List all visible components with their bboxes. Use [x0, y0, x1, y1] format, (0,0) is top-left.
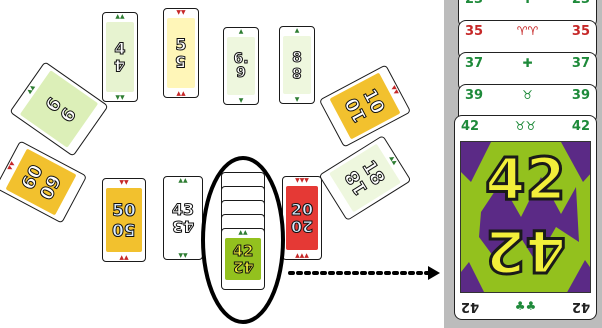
card-number: 42 [233, 244, 254, 259]
pip-icon: ▼▼ [176, 10, 185, 16]
card-mark-icon: ♈♈ [517, 24, 539, 38]
pip-icon: ▼▼▼ [295, 252, 309, 258]
card-number: 5 [175, 37, 186, 53]
game-table: ▲▲ 4 4 ▲▲ ▼▼ 5 5 ▼▼ ▲ 6. 9 ▲ ▲ 8 8 ▲ ▲▲ [0, 0, 440, 328]
card-number-right: 39 [572, 88, 590, 103]
card-18[interactable]: ▲▲ 18 18 [318, 135, 411, 221]
card-face: 6. 9 [227, 37, 255, 95]
pip-icon: ▼▼▼ [295, 178, 309, 184]
card-number-flipped: 50 [112, 220, 136, 237]
card-number-left: 23 [465, 0, 483, 7]
pip-icon: ▲ [295, 96, 300, 102]
card-number-right-flipped: 42 [572, 299, 590, 314]
big-card-number-flipped: 42 [461, 222, 590, 280]
card-mark-icon: ♉ [522, 88, 533, 102]
panel-card-42[interactable]: 42 ♉♉ 42 42 42 42 ♣♣ 42 [454, 115, 597, 320]
panel-card-header: 37 ✚ 37 [459, 56, 596, 72]
pip-icon: ▲▲ [115, 94, 124, 100]
card-number-flipped: 20 [291, 218, 313, 234]
card-mark-icon: ✚ [522, 0, 532, 6]
card-number-flipped: 42 [233, 259, 254, 274]
card-6[interactable]: ▲ 6. 9 ▲ [223, 27, 259, 105]
pip-icon: ▲▲ [178, 178, 187, 184]
card-mark-icon: ♣♣ [515, 299, 537, 313]
card-number-flipped: 9 [236, 66, 246, 80]
card-number-flipped: 43 [172, 218, 194, 234]
card-number-right: 42 [572, 119, 590, 134]
panel-card-header: 42 ♉♉ 42 [455, 119, 596, 135]
pip-icon: ▲ [239, 97, 244, 103]
card-face: 18 18 [329, 144, 401, 213]
card-face: 8 8 [283, 36, 311, 94]
big-card-number: 42 [461, 150, 590, 208]
card-face: 50 50 [106, 188, 142, 252]
card-number-left-flipped: 42 [461, 299, 479, 314]
card-number-right: 35 [572, 24, 590, 39]
pip-icon: ▲ [295, 28, 300, 34]
card-50[interactable]: ▼▼ 50 50 ▼▼ [102, 178, 146, 262]
card-number-flipped: 5 [175, 53, 186, 69]
big-card-face: 42 42 [460, 141, 591, 293]
pip-icon: ▲ [239, 29, 244, 35]
card-20[interactable]: ▼▼▼ 20 20 ▼▼▼ [282, 176, 322, 260]
card-number-right: 23 [572, 0, 590, 7]
pip-icon: ▲▲ [115, 14, 124, 20]
pip-icon: ▼▼ [119, 254, 128, 260]
card-number-flipped: 4 [114, 57, 125, 73]
card-5[interactable]: ▼▼ 5 5 ▼▼ [163, 8, 199, 98]
panel-card-header: 39 ♉ 39 [459, 88, 596, 104]
card-number: 4 [114, 41, 125, 57]
arrow-head-icon [428, 266, 440, 280]
pip-icon: ▲▲ [178, 252, 187, 258]
card-10[interactable]: ▼▼ 10 10 [319, 64, 411, 147]
card-number: 8 [292, 51, 302, 65]
card-number-flipped: 8 [292, 65, 302, 79]
card-number: 6. [233, 52, 248, 66]
card-4[interactable]: ▲▲ 4 4 ▲▲ [102, 12, 138, 102]
card-face: 60 60 [5, 149, 76, 216]
card-number: 20 [291, 202, 313, 218]
panel-card-footer: 42 ♣♣ 42 [455, 299, 596, 315]
card-number: 43 [172, 202, 194, 218]
card-number: 50 [112, 203, 136, 220]
card-face: 43 43 [167, 186, 199, 250]
card-8[interactable]: ▲ 8 8 ▲ [279, 26, 315, 104]
card-face: 10 10 [329, 73, 400, 140]
card-face: 20 20 [286, 186, 318, 250]
pip-icon: ▼▼ [176, 90, 185, 96]
card-number-right: 37 [572, 56, 590, 71]
card-number-left: 42 [461, 119, 479, 134]
card-face: 9 9 [20, 70, 98, 148]
zoom-panel: 23 ✚ 23 35 ♈♈ 35 37 ✚ 37 39 ♉ 39 42 ♉♉ 4… [444, 0, 602, 328]
pip-icon: ▲▲ [238, 230, 247, 236]
card-mark-icon: ✚ [522, 56, 532, 70]
card-face: 42 42 [225, 238, 261, 280]
card-face: 4 4 [106, 22, 134, 92]
card-number-left: 39 [465, 88, 483, 103]
card-43[interactable]: ▲▲ 43 43 ▲▲ [163, 176, 203, 260]
card-mark-icon: ♉♉ [515, 119, 537, 133]
card-number-left: 37 [465, 56, 483, 71]
card-face: 5 5 [167, 18, 195, 88]
pip-icon: ▼▼ [119, 180, 128, 186]
card-number-flipped: 9 [55, 104, 77, 125]
panel-card-header: 35 ♈♈ 35 [459, 24, 596, 40]
panel-card-header: 23 ✚ 23 [459, 0, 596, 8]
card-number-left: 35 [465, 24, 483, 39]
stack-card-42[interactable]: ▲▲ 42 42 [221, 228, 265, 290]
